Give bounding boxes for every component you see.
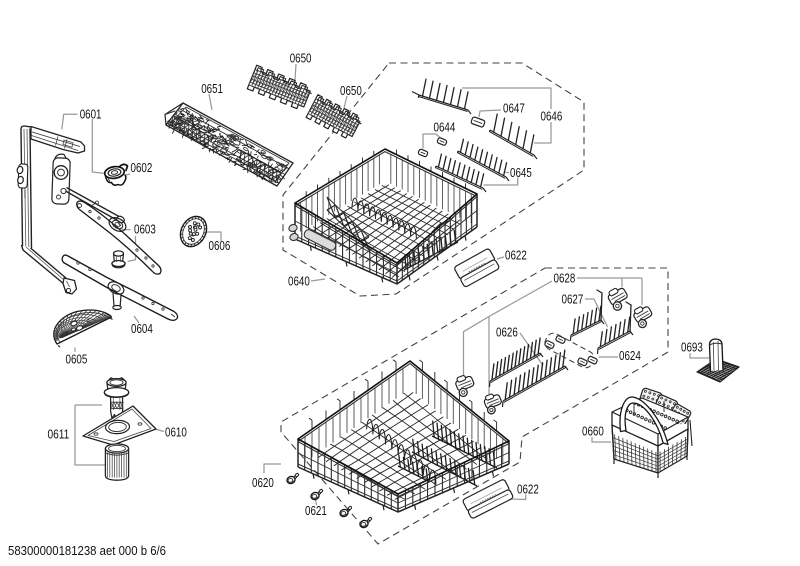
svg-text:0611: 0611 <box>48 428 70 442</box>
svg-text:0605: 0605 <box>66 353 88 367</box>
svg-text:0624: 0624 <box>619 349 641 363</box>
svg-text:0603: 0603 <box>134 223 156 237</box>
svg-text:0693: 0693 <box>681 341 703 355</box>
svg-text:0651: 0651 <box>201 82 223 96</box>
svg-text:0626: 0626 <box>496 326 518 340</box>
svg-text:0627: 0627 <box>562 292 584 306</box>
svg-text:0650: 0650 <box>290 52 312 66</box>
svg-text:0622: 0622 <box>517 483 539 497</box>
svg-text:0601: 0601 <box>80 108 102 122</box>
svg-text:0647: 0647 <box>503 102 525 116</box>
svg-text:0640: 0640 <box>288 275 310 289</box>
svg-text:0610: 0610 <box>165 426 187 440</box>
svg-text:0620: 0620 <box>252 476 274 490</box>
svg-text:0628: 0628 <box>554 272 576 286</box>
svg-text:0646: 0646 <box>541 110 563 124</box>
svg-text:0660: 0660 <box>582 425 604 439</box>
svg-text:0622: 0622 <box>505 249 527 263</box>
svg-text:0645: 0645 <box>510 166 532 180</box>
svg-text:0604: 0604 <box>131 322 153 336</box>
svg-text:0602: 0602 <box>131 161 153 175</box>
svg-text:58300000181238 aet 000 b 6/6: 58300000181238 aet 000 b 6/6 <box>8 543 166 558</box>
svg-text:0644: 0644 <box>434 120 456 134</box>
svg-text:0621: 0621 <box>305 504 327 518</box>
svg-text:0606: 0606 <box>209 239 231 253</box>
svg-text:0650: 0650 <box>340 84 362 98</box>
